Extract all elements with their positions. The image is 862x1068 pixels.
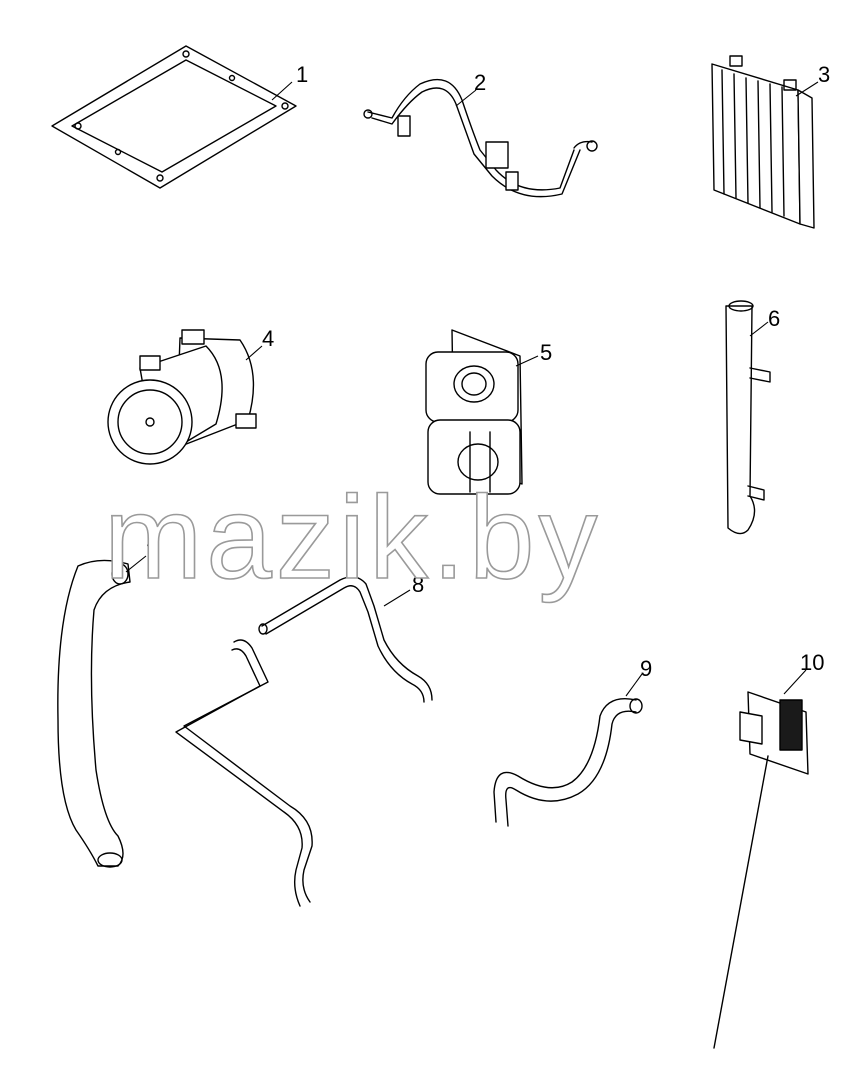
- part-1-filter-panel: [51, 45, 297, 189]
- part-10-control-unit: [713, 691, 809, 1049]
- leader-lines: [125, 81, 819, 697]
- callout-10: 10: [800, 650, 824, 675]
- part-4-compressor: [107, 329, 257, 465]
- part-8-bent-pipe: [175, 576, 433, 907]
- part-5-blower-unit: [425, 329, 523, 495]
- callout-1: 1: [296, 62, 308, 87]
- part-2-hose-assembly: [363, 78, 598, 198]
- callout-9: 9: [640, 656, 652, 681]
- part-3-evaporator-core: [711, 55, 815, 229]
- callout-8: 8: [412, 572, 424, 597]
- part-6-duct-pipe: [725, 300, 771, 535]
- callout-2: 2: [474, 70, 486, 95]
- watermark: mazik.by: [104, 472, 602, 604]
- part-9-hose: [493, 698, 643, 827]
- callout-6: 6: [768, 306, 780, 331]
- part-7-hose: [57, 559, 131, 868]
- callout-5: 5: [540, 340, 552, 365]
- callout-7: 7: [146, 540, 158, 565]
- callout-4: 4: [262, 326, 274, 351]
- callout-3: 3: [818, 62, 830, 87]
